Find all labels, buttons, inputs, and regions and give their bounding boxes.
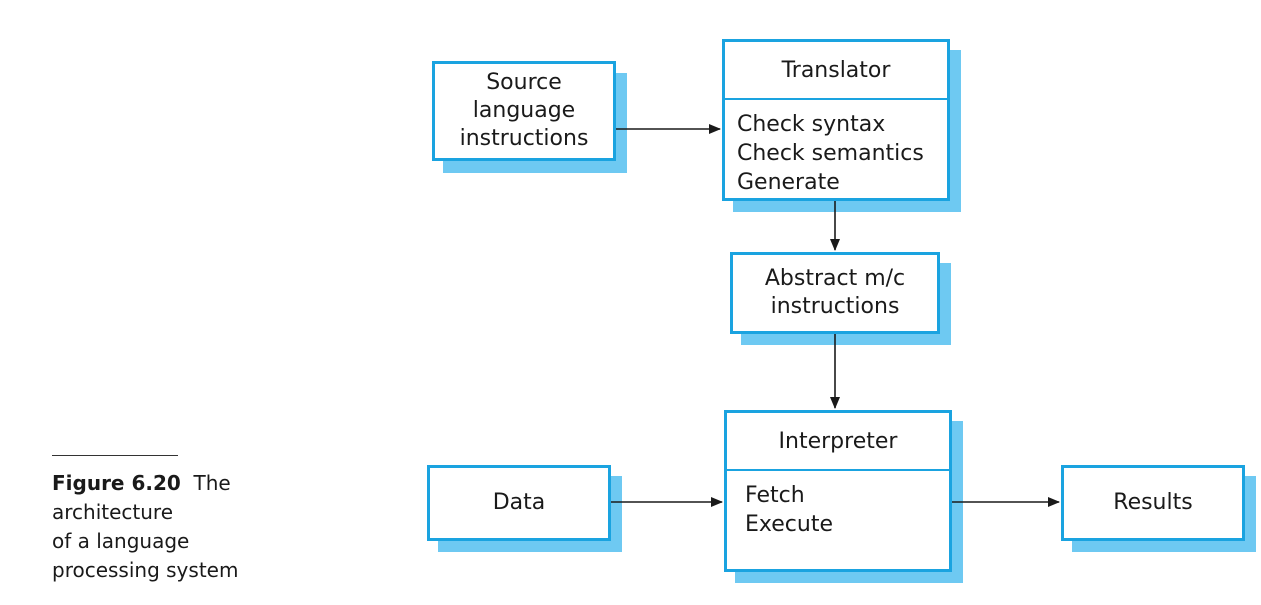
translator-step: Generate bbox=[737, 170, 840, 195]
interpreter-steps: Fetch Execute bbox=[745, 481, 833, 539]
data-label: Data bbox=[492, 490, 546, 515]
figure-label: Figure 6.20 bbox=[52, 471, 181, 495]
caption-rule bbox=[52, 455, 178, 456]
data-box: Data bbox=[427, 465, 611, 541]
figure-caption: Figure 6.20 The architecture of a langua… bbox=[52, 469, 282, 585]
interpreter-step: Fetch bbox=[745, 483, 805, 508]
caption-text-1: The bbox=[193, 471, 231, 495]
abstract-instructions-box: Abstract m/c instructions bbox=[730, 252, 940, 334]
interpreter-box: Interpreter Fetch Execute bbox=[724, 410, 952, 572]
translator-step: Check semantics bbox=[737, 141, 924, 166]
source-label-line-1: Source bbox=[486, 70, 562, 95]
translator-box: Translator Check syntax Check semantics … bbox=[722, 39, 950, 201]
abstract-label-line-1: Abstract m/c bbox=[764, 266, 906, 291]
results-box: Results bbox=[1061, 465, 1245, 541]
interpreter-step: Execute bbox=[745, 512, 833, 537]
source-language-box: Source language instructions bbox=[432, 61, 616, 161]
source-label-line-3: instructions bbox=[459, 126, 589, 151]
abstract-label-line-2: instructions bbox=[770, 294, 900, 319]
interpreter-title: Interpreter bbox=[727, 413, 949, 471]
caption-line-1: Figure 6.20 The bbox=[52, 469, 282, 498]
source-label-line-2: language bbox=[472, 98, 576, 123]
caption-text-2: architecture bbox=[52, 500, 174, 524]
translator-step: Check syntax bbox=[737, 112, 886, 137]
translator-steps: Check syntax Check semantics Generate bbox=[737, 110, 924, 197]
caption-text-3: of a language bbox=[52, 529, 190, 553]
caption-text-4: processing system bbox=[52, 558, 239, 582]
translator-title: Translator bbox=[725, 42, 947, 100]
results-label: Results bbox=[1113, 490, 1193, 515]
